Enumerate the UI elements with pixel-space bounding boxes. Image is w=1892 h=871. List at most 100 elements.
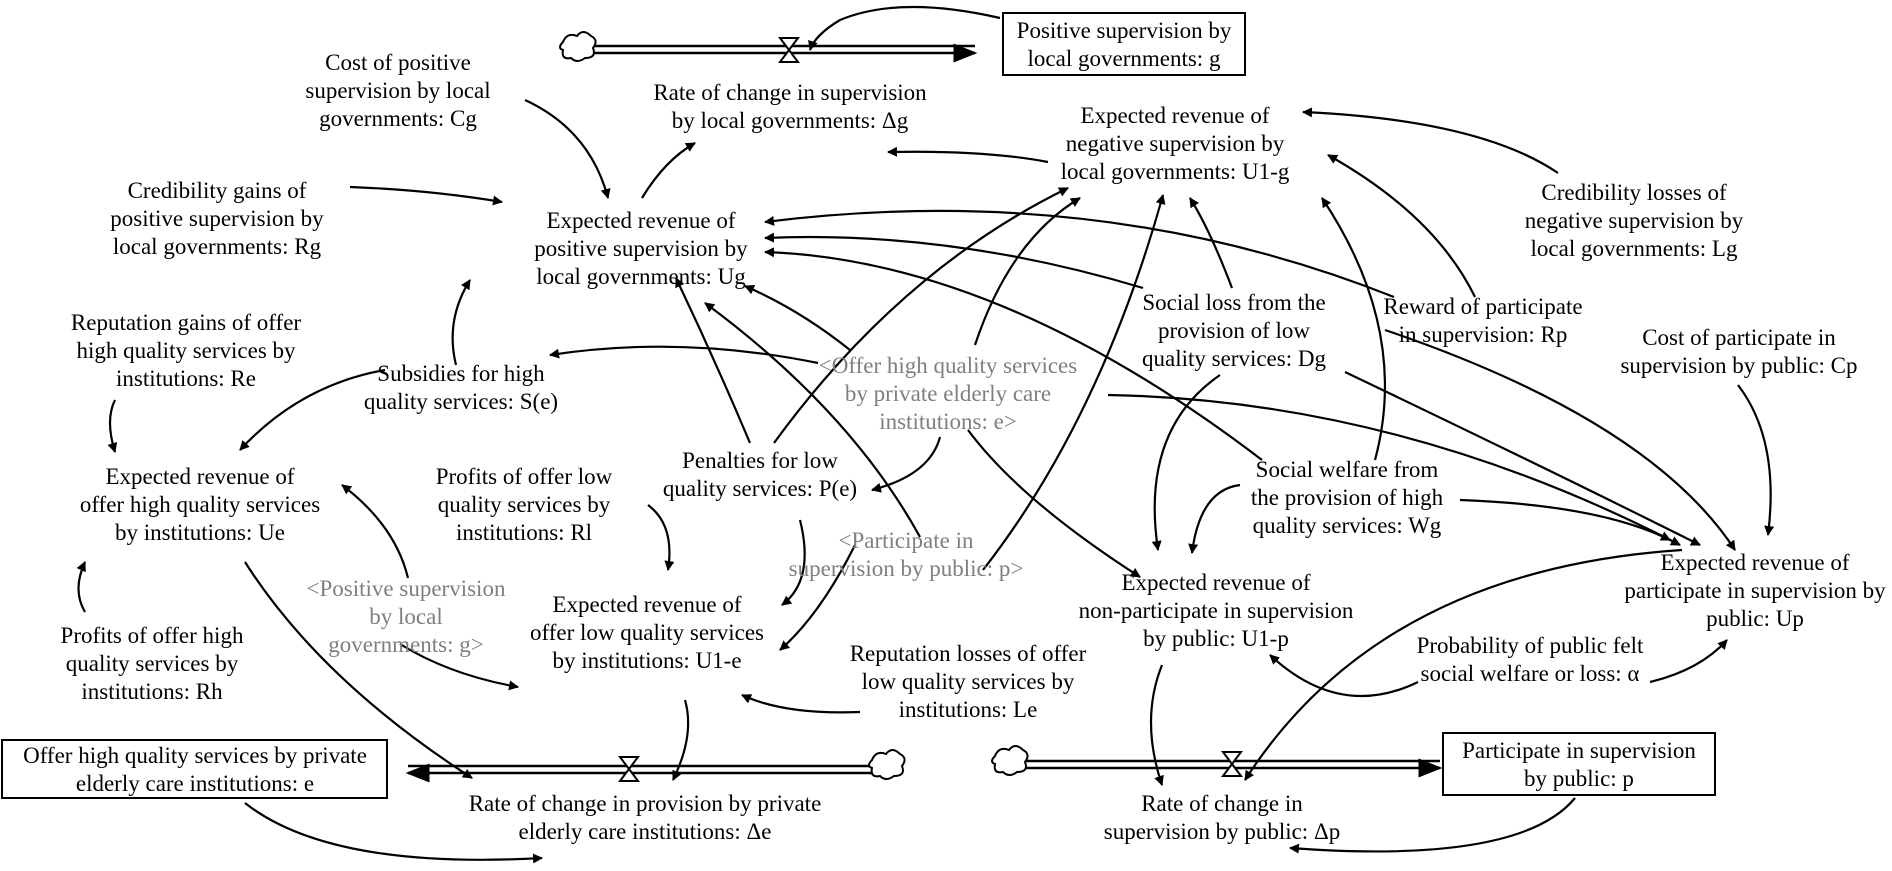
label-re-line: high quality services by: [76, 338, 296, 363]
label-wg-line: quality services: Wg: [1253, 513, 1442, 538]
valve-icon-e[interactable]: [618, 756, 640, 782]
label-u1e-line: Expected revenue of: [552, 592, 741, 617]
link-pshadow-ug: [704, 302, 921, 538]
link-rp-up: [1384, 328, 1736, 551]
label-alpha-line: Probability of public felt: [1417, 633, 1644, 658]
link-rp-u1g: [1327, 154, 1476, 298]
label-dgl-line: Social loss from the: [1142, 290, 1325, 315]
link-eshadow-se: [549, 345, 819, 365]
label-u1e-line: offer low quality services: [530, 620, 764, 645]
label-rh-line: quality services by: [66, 651, 239, 676]
link-alpha-up: [1649, 639, 1728, 684]
link-pe-u1e: [781, 519, 806, 606]
link-se-ug: [451, 279, 471, 366]
label-wg-line: Social welfare from: [1256, 457, 1439, 482]
valve-icon-g[interactable]: [778, 37, 800, 63]
stock-box-e[interactable]: [1, 739, 388, 799]
label-u1p-line: non-participate in supervision: [1079, 598, 1354, 623]
label-dp: Rate of change in supervision by public: …: [1104, 791, 1340, 844]
label-u1e-line: by institutions: U1-e: [552, 648, 741, 673]
label-u1g-line: Expected revenue of: [1080, 103, 1269, 128]
label-rg-line: local governments: Rg: [113, 234, 322, 259]
label-dgl-line: quality services: Dg: [1142, 346, 1326, 371]
link-cp-up: [1737, 384, 1775, 536]
flow-pipe-g: [592, 43, 978, 63]
label-cp-line: supervision by public: Cp: [1620, 353, 1857, 378]
label-lg-line: local governments: Lg: [1531, 236, 1738, 261]
label-rl-line: institutions: Rl: [456, 520, 592, 545]
link-pe-u1g: [773, 187, 1069, 444]
stock-box-g[interactable]: [1002, 12, 1246, 76]
link-eshadow-pe: [871, 436, 942, 493]
stock-box-p[interactable]: [1442, 732, 1716, 796]
label-lg-line: Credibility losses of: [1541, 180, 1727, 205]
link-cg-ug: [524, 99, 611, 199]
label-rp-line: Reward of participate: [1383, 294, 1582, 319]
label-le-line: low quality services by: [862, 669, 1075, 694]
link-alpha-u1p: [1269, 654, 1419, 698]
link-rh-ue: [76, 561, 86, 613]
label-cg-line: governments: Cg: [319, 106, 477, 131]
link-lg-u1g: [1302, 107, 1559, 174]
label-ue-line: offer high quality services: [80, 492, 320, 517]
label-p-line: Participate in supervision: [1462, 738, 1696, 763]
label-lg-line: negative supervision by: [1525, 208, 1744, 233]
link-dg-u1p: [1151, 374, 1221, 551]
cloud-icon-source-p: [991, 745, 1029, 776]
label-dp-line: Rate of change in: [1141, 791, 1303, 816]
label-ue-line: Expected revenue of: [105, 464, 294, 489]
label-pe-line: quality services: P(e): [663, 476, 857, 501]
link-dg-up: [1344, 371, 1701, 546]
label-ug-line: local governments: Ug: [536, 264, 746, 289]
label-g_shadow-line: by local: [369, 604, 442, 629]
link-rg-ug: [349, 185, 503, 206]
label-se-line: Subsidies for high: [377, 361, 545, 386]
link-ue-de: [244, 561, 473, 779]
label-le-line: institutions: Le: [899, 697, 1038, 722]
valve-icon-p[interactable]: [1221, 751, 1243, 777]
label-rl-line: Profits of offer low: [436, 464, 613, 489]
link-ug-dg: [641, 142, 696, 199]
label-p-line: by public: p: [1524, 766, 1634, 791]
link-rp-ug: [764, 209, 1395, 299]
label-le: Reputation losses of offer low quality se…: [850, 641, 1087, 722]
link-dg-u1g: [1189, 197, 1234, 289]
label-de-line: Rate of change in provision by private: [469, 791, 822, 816]
label-cp-line: Cost of participate in: [1642, 325, 1836, 350]
label-g_shadow-line: governments: g>: [328, 632, 483, 657]
label-lg: Credibility losses of negative supervisio…: [1525, 180, 1744, 261]
label-rh-line: Profits of offer high: [61, 623, 244, 648]
label-ue: Expected revenue of offer high quality se…: [80, 464, 320, 545]
label-rh: Profits of offer high quality services by…: [61, 623, 244, 704]
link-wg-u1g: [1321, 197, 1387, 461]
link-dg-ug: [764, 232, 1144, 290]
label-le-line: Reputation losses of offer: [850, 641, 1087, 666]
label-u1p-line: by public: U1-p: [1143, 626, 1289, 651]
link-eshadow-ug: [744, 284, 851, 351]
link-gshadow-u1e: [399, 643, 519, 691]
label-re-line: Reputation gains of offer: [71, 310, 301, 335]
label-rp-line: in supervision: Rp: [1399, 322, 1568, 347]
label-e_shadow-line: by private elderly care: [845, 381, 1051, 406]
label-g-line: local governments: g: [1028, 46, 1221, 71]
label-e_shadow-line: institutions: e>: [879, 409, 1017, 434]
link-wg-up: [1459, 498, 1671, 541]
label-up-line: Expected revenue of: [1660, 550, 1849, 575]
link-p-dp: [1289, 797, 1576, 854]
label-dp-line: supervision by public: Δp: [1104, 819, 1340, 844]
label-rp: Reward of participate in supervision: Rp: [1383, 294, 1582, 347]
link-g-dg: [808, 5, 1001, 51]
label-rh-line: institutions: Rh: [81, 679, 223, 704]
label-alpha-line: social welfare or loss: α: [1421, 661, 1640, 686]
